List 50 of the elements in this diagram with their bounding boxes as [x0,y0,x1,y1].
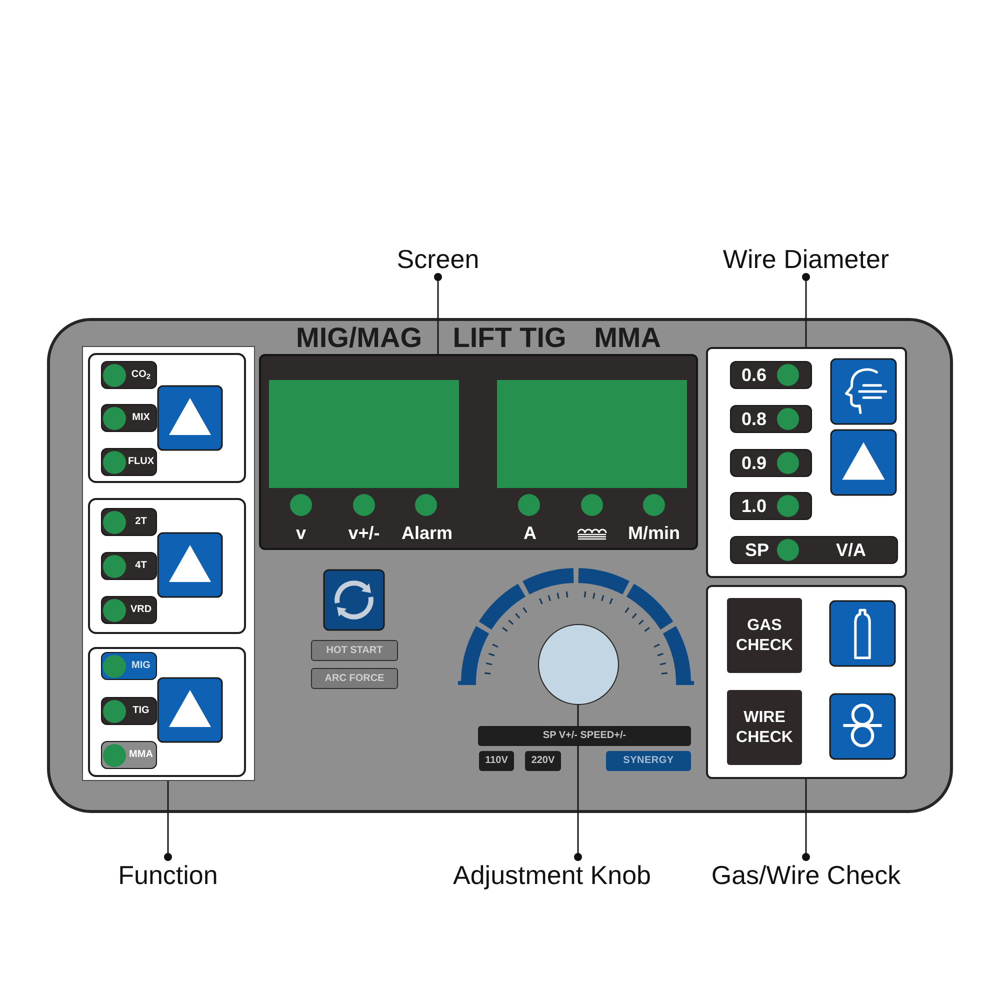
key-group [88,647,246,777]
mode-heading: LIFT TIG [452,324,566,352]
key-strip [82,346,255,781]
panel-key: SP V+/- SPEED+/- [478,726,691,746]
panel-key: ARC FORCE [311,668,398,689]
indicator-label: M/min [628,524,680,542]
leader-line [434,273,442,354]
selector-key: VRD [101,596,157,624]
key-panel [706,347,907,578]
check-key: GAS CHECK [727,598,802,673]
key-group [88,353,246,483]
callout-label: Adjustment Knob [453,862,651,888]
selector-key: 1.0 [730,492,812,520]
mode-heading: MMA [594,324,661,352]
indicator-label: A [524,524,536,542]
selector-key: MIG [101,652,157,680]
leader-line [802,273,810,347]
callout-label: Function [118,862,218,888]
selector-key: MIX [101,404,157,432]
selector-key: CO$_{2}$ [101,361,157,389]
lcd-display [497,380,687,488]
selector-key: 0.8 [730,405,812,433]
callout-label: Gas/Wire Check [711,862,901,888]
selector-key: 0.6 [730,361,812,389]
selector-key: 2T [101,508,157,536]
panel-key: 110V [479,751,514,771]
indicator-label: v [296,524,306,542]
key-group [88,498,246,634]
callout-label: Screen [396,246,480,272]
selector-key: MMA [101,741,157,769]
selector-key: 4T [101,552,157,580]
control-panel-housing [47,318,953,813]
lcd-display [269,380,459,488]
display-panel [259,354,698,550]
selector-key: SP V/A [730,536,898,564]
panel-key: HOT START [311,640,398,661]
callout-label: Wire Diameter [722,246,890,272]
panel-key: SYNERGY [606,751,691,771]
selector-key: TIG [101,697,157,725]
indicator-label: v+/- [348,524,380,542]
indicator-label: Alarm [401,524,453,542]
selector-key: FLUX [101,448,157,476]
leader-line [164,781,172,861]
key-panel [706,585,907,779]
leader-line [574,705,582,861]
mode-heading: MIG/MAG [296,324,422,352]
check-key: WIRE CHECK [727,690,802,765]
leader-line [802,779,810,861]
panel-key: 220V [525,751,561,771]
selector-key: 0.9 [730,449,812,477]
